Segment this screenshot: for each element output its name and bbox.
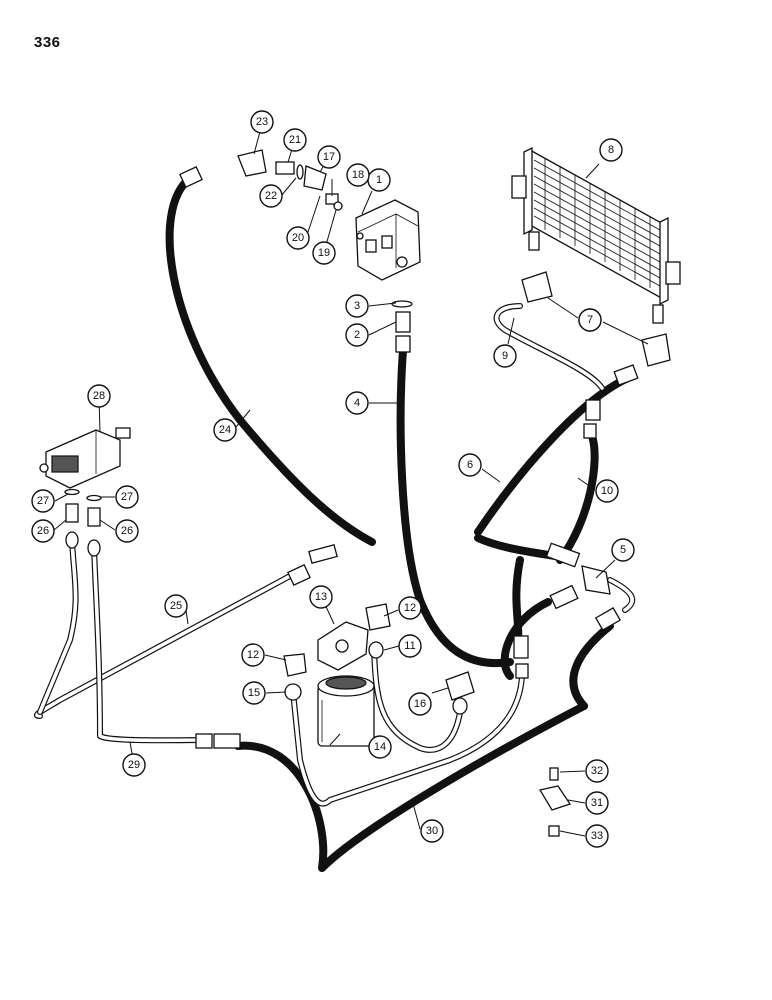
svg-text:19: 19: [318, 247, 330, 259]
svg-text:20: 20: [292, 232, 304, 244]
callout-32: 32: [585, 759, 609, 783]
callout-23: 23: [250, 110, 274, 134]
callout-21: 21: [283, 128, 307, 152]
callouts: 1 2 3 4 5 6 7 7 8 9 10 11 12 12 13 14 15…: [31, 110, 635, 848]
svg-text:32: 32: [591, 765, 603, 777]
svg-text:5: 5: [620, 544, 626, 556]
fittings: [64, 149, 671, 837]
callout-18: 18: [346, 163, 370, 187]
callout-1: 1: [367, 168, 391, 192]
callout-8: 8: [599, 138, 623, 162]
oil-cooler: [511, 146, 681, 324]
svg-text:17: 17: [323, 151, 335, 163]
callout-31: 31: [585, 791, 609, 815]
svg-text:15: 15: [248, 687, 260, 699]
svg-text:11: 11: [404, 640, 415, 652]
svg-text:10: 10: [601, 485, 613, 497]
callout-24: 24: [213, 418, 237, 442]
callout-5: 5: [611, 538, 635, 562]
svg-text:21: 21: [289, 134, 301, 146]
callout-12b: 12: [241, 643, 265, 667]
callout-30: 30: [420, 819, 444, 843]
svg-text:8: 8: [608, 144, 614, 156]
svg-text:27: 27: [37, 495, 49, 507]
callout-17: 17: [317, 145, 341, 169]
svg-text:27: 27: [121, 491, 133, 503]
callout-26a: 26: [31, 519, 55, 543]
control-valve: [355, 199, 421, 281]
svg-text:25: 25: [170, 600, 182, 612]
svg-text:18: 18: [352, 169, 364, 181]
tubes: [33, 303, 636, 807]
callout-22: 22: [259, 184, 283, 208]
svg-text:2: 2: [354, 329, 360, 341]
svg-text:7: 7: [587, 314, 593, 326]
callout-14: 14: [368, 735, 392, 759]
callout-29: 29: [122, 753, 146, 777]
auxiliary-valve: [39, 427, 131, 489]
callout-3: 3: [345, 294, 369, 318]
svg-text:29: 29: [128, 759, 140, 771]
svg-text:24: 24: [219, 424, 231, 436]
page-number: 336: [34, 34, 61, 51]
hoses: [165, 174, 632, 872]
callout-33: 33: [585, 824, 609, 848]
svg-text:12: 12: [404, 602, 416, 614]
callout-4: 4: [345, 391, 369, 415]
callout-9: 9: [493, 344, 517, 368]
svg-text:9: 9: [502, 350, 508, 362]
callout-26b: 26: [115, 519, 139, 543]
callout-16: 16: [408, 692, 432, 716]
callout-13: 13: [309, 585, 333, 609]
svg-text:13: 13: [315, 591, 327, 603]
svg-text:4: 4: [354, 397, 360, 409]
callout-10: 10: [595, 479, 619, 503]
svg-text:3: 3: [354, 300, 360, 312]
svg-text:33: 33: [591, 830, 603, 842]
callout-15: 15: [242, 681, 266, 705]
callout-19: 19: [312, 241, 336, 265]
callout-6: 6: [458, 453, 482, 477]
svg-text:26: 26: [121, 525, 133, 537]
callout-11: 11: [398, 634, 422, 658]
svg-text:30: 30: [426, 825, 438, 837]
svg-text:1: 1: [376, 174, 382, 186]
callout-7b: 7: [578, 308, 602, 332]
svg-text:28: 28: [93, 390, 105, 402]
callout-27b: 27: [115, 485, 139, 509]
svg-text:31: 31: [591, 797, 603, 809]
callout-2: 2: [345, 323, 369, 347]
callout-20: 20: [286, 226, 310, 250]
svg-text:16: 16: [414, 698, 426, 710]
callout-27a: 27: [31, 489, 55, 513]
callout-28: 28: [87, 384, 111, 408]
svg-text:12: 12: [247, 649, 259, 661]
svg-text:22: 22: [265, 190, 277, 202]
callout-25: 25: [164, 594, 188, 618]
filter-head: [317, 621, 369, 671]
svg-text:6: 6: [467, 459, 473, 471]
svg-text:14: 14: [374, 741, 386, 753]
hydraulic-filter: [317, 675, 375, 747]
callout-12a: 12: [398, 596, 422, 620]
svg-text:23: 23: [256, 116, 268, 128]
svg-text:26: 26: [37, 525, 49, 537]
